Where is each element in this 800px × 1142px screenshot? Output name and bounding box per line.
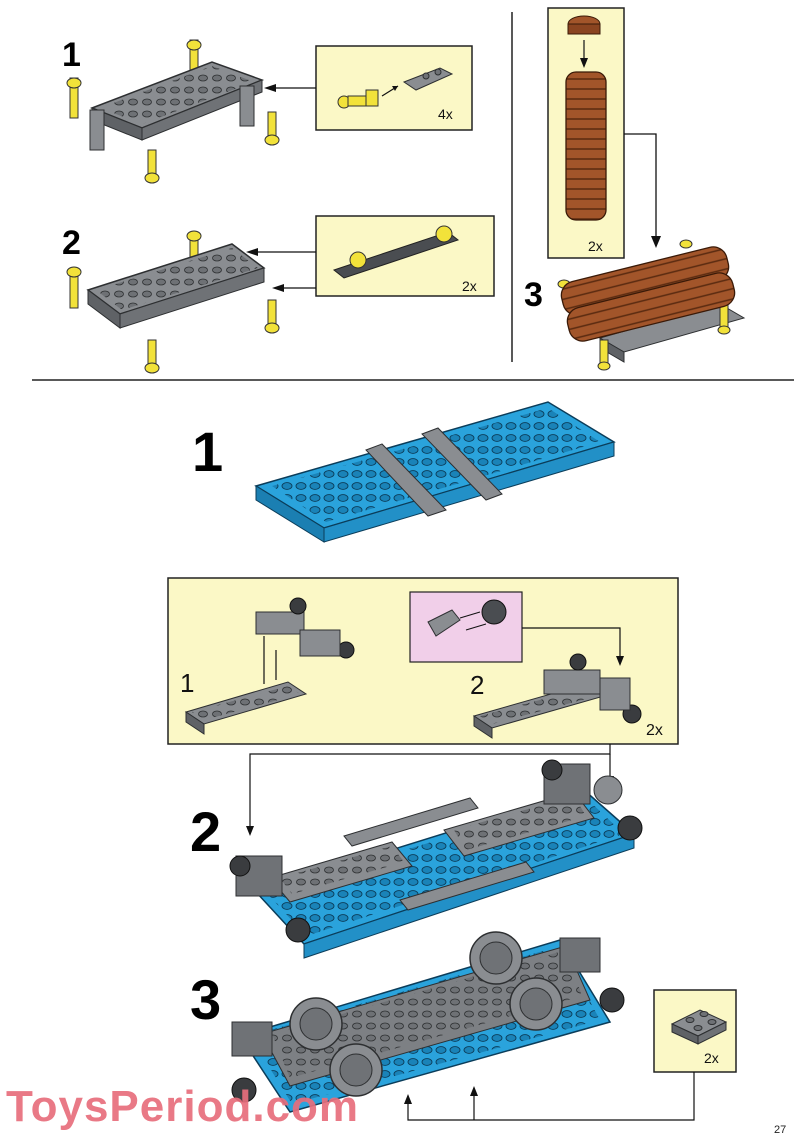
top-step1-callout-parts <box>264 45 473 131</box>
bottom-step3-callout-parts <box>404 989 737 1121</box>
sub-callout-label-2: 2 <box>470 670 485 700</box>
sub-callout-qty: 2x <box>646 722 663 739</box>
bottom-step3-number: 3 <box>190 968 222 1031</box>
top-step2-assembly <box>66 230 280 374</box>
bottom-step2-number: 2 <box>190 800 222 863</box>
bottom-step2-assembly <box>229 759 643 959</box>
top-step3-callout-parts <box>547 7 661 259</box>
watermark-text: ToysPeriod.com <box>6 1082 360 1131</box>
page-number: 27 <box>774 1124 787 1136</box>
bottom-step1-baseplate <box>254 401 616 543</box>
top-step1-callout-qty: 4x <box>438 106 453 122</box>
top-step2-number: 2 <box>62 224 81 262</box>
top-step3-callout-qty: 2x <box>588 238 603 254</box>
top-step1-number: 1 <box>62 36 81 74</box>
bottom-step1-number: 1 <box>192 420 224 483</box>
connector-line <box>249 744 611 830</box>
top-step1-assembly <box>66 39 280 184</box>
top-step2-callout-parts <box>246 215 495 297</box>
bottom-step3-callout-qty: 2x <box>704 1050 719 1066</box>
bottom-step3-assembly <box>231 931 625 1113</box>
top-step3-assembly <box>557 239 746 371</box>
bottom-sub-callout <box>167 577 679 745</box>
top-step2-callout-qty: 2x <box>462 278 477 294</box>
top-step3-number: 3 <box>524 276 543 314</box>
sub-callout-label-1: 1 <box>180 668 195 698</box>
